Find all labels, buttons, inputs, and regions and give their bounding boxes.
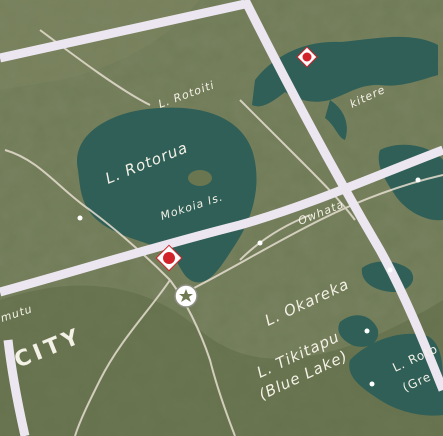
diamond-marker-icon[interactable] (296, 46, 318, 68)
lake-tikitapu[interactable] (338, 315, 379, 347)
lake-rotoehu (378, 144, 443, 221)
mokoia-island (188, 170, 212, 186)
place-dots (77, 177, 421, 387)
road-network (4, 29, 443, 436)
lake-rotoiti[interactable] (252, 36, 438, 107)
lake-rotorua[interactable] (76, 107, 257, 283)
lake-rotokakahi[interactable] (349, 333, 443, 416)
diamond-marker-icon[interactable] (155, 244, 183, 272)
lake-rotoiti-arm (325, 100, 347, 140)
terrain-shade (0, 285, 443, 436)
star-circle-icon[interactable] (174, 284, 198, 308)
